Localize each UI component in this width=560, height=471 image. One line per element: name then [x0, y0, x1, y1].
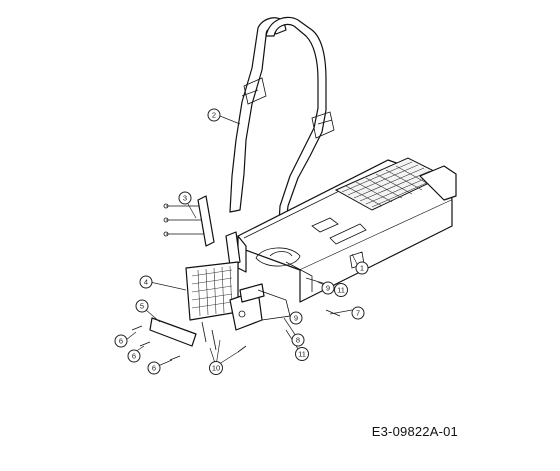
- callout-10-label: 10: [212, 364, 220, 373]
- drawing-code: E3-09822A-01: [371, 424, 458, 439]
- callout-1: 1: [355, 261, 369, 275]
- callout-10: 10: [209, 361, 223, 375]
- callout-6c: 6: [147, 361, 161, 375]
- callout-2-label: 2: [212, 111, 216, 120]
- foot-rest-bracket: [229, 283, 291, 331]
- callout-9b-label: 9: [294, 314, 298, 323]
- callout-9a-label: 9: [326, 284, 330, 293]
- callout-8-label: 8: [296, 336, 300, 345]
- callout-6c-label: 6: [152, 364, 156, 373]
- bolt-set: [163, 195, 241, 267]
- callout-9b: 9: [289, 311, 303, 325]
- callout-3: 3: [178, 191, 192, 205]
- callout-1-label: 1: [360, 264, 364, 273]
- callout-5-label: 5: [140, 302, 144, 311]
- callout-6b-label: 6: [132, 352, 136, 361]
- callout-4: 4: [139, 275, 153, 289]
- callout-6b: 6: [127, 349, 141, 363]
- callout-2: 2: [207, 108, 221, 122]
- callout-7: 7: [351, 306, 365, 320]
- mower-frame: [237, 157, 457, 303]
- callout-5: 5: [135, 299, 149, 313]
- front-bar: [149, 317, 197, 347]
- callout-3-label: 3: [183, 194, 187, 203]
- callout-6a: 6: [114, 334, 128, 348]
- screw-set: [131, 309, 341, 361]
- callout-4-label: 4: [144, 278, 148, 287]
- callout-11a-label: 11: [337, 286, 345, 295]
- foot-rest-grate: [185, 261, 239, 321]
- callout-6a-label: 6: [119, 337, 123, 346]
- callout-11b: 11: [295, 347, 309, 361]
- callout-9a: 9: [321, 281, 335, 295]
- callout-8: 8: [291, 333, 305, 347]
- callout-7-label: 7: [356, 309, 360, 318]
- callout-11b-label: 11: [298, 350, 306, 359]
- callout-11a: 11: [334, 283, 348, 297]
- roll-bar-left-section: [229, 17, 287, 213]
